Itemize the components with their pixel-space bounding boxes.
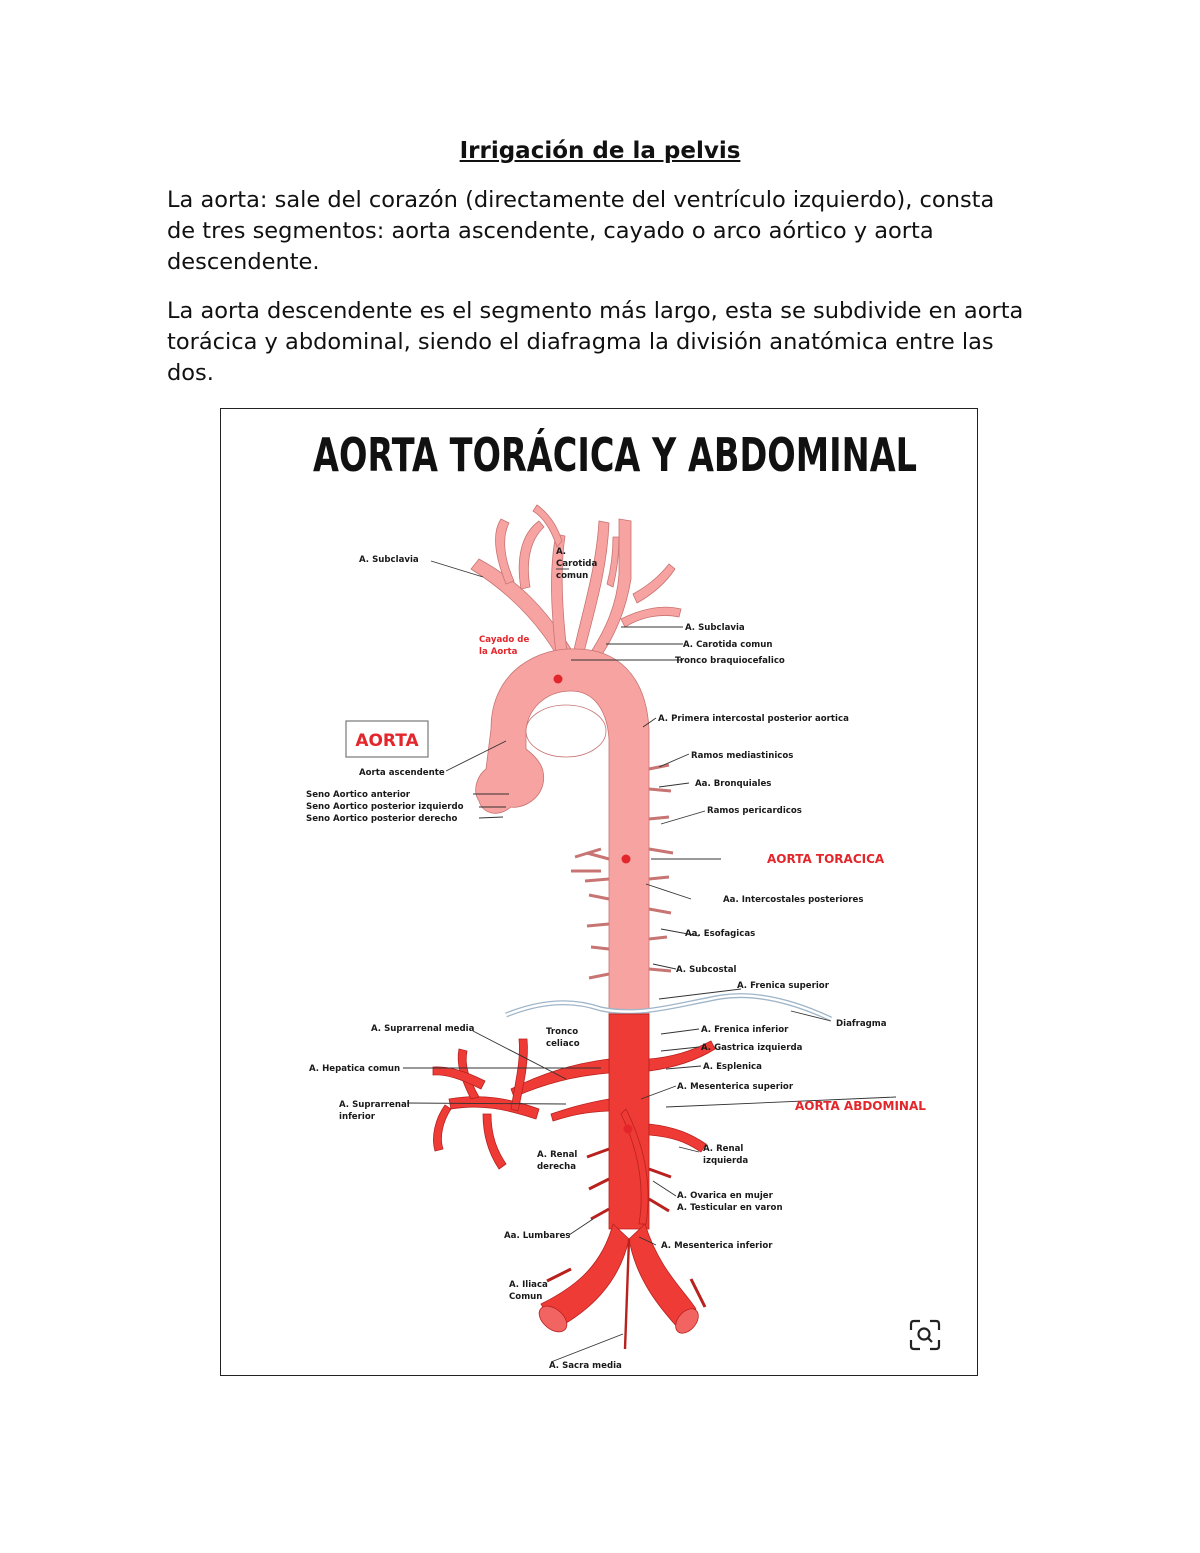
label-mesenterica-superior: A. Mesenterica superior bbox=[677, 1082, 794, 1092]
label-mesenterica-inferior: A. Mesenterica inferior bbox=[661, 1241, 773, 1251]
label-renal-izquierda-1: A. Renal bbox=[703, 1144, 743, 1154]
label-seno-anterior: Seno Aortico anterior bbox=[306, 790, 411, 800]
label-suprarrenal-media: A. Suprarrenal media bbox=[371, 1024, 475, 1034]
label-primera-intercostal: A. Primera intercostal posterior aortica bbox=[658, 714, 849, 724]
label-iliaca-2: Comun bbox=[509, 1292, 542, 1302]
label-gastrica-izquierda: A. Gastrica izquierda bbox=[701, 1043, 803, 1053]
label-renal-derecha-1: A. Renal bbox=[537, 1150, 577, 1160]
label-subclavia-left: A. Subclavia bbox=[359, 555, 419, 565]
label-cayado-1: Cayado de bbox=[479, 635, 529, 645]
label-subclavia-right: A. Subclavia bbox=[685, 623, 745, 633]
label-tronco-celiaco-2: celiaco bbox=[546, 1039, 580, 1049]
label-suprarrenal-inferior-2: inferior bbox=[339, 1112, 376, 1122]
label-seno-posterior-izquierdo: Seno Aortico posterior izquierdo bbox=[306, 802, 464, 812]
leader-lines bbox=[403, 561, 896, 1362]
aorta-box-label: AORTA bbox=[355, 731, 419, 751]
label-renal-derecha-2: derecha bbox=[537, 1162, 576, 1172]
label-intercostales-posteriores: Aa. Intercostales posteriores bbox=[723, 895, 863, 905]
label-frenica-superior: A. Frenica superior bbox=[737, 981, 830, 991]
label-carotida-1: A. bbox=[556, 547, 566, 557]
figure-title: AORTA TORÁCICA Y ABDOMINAL bbox=[313, 428, 917, 482]
paragraph-aorta-intro: La aorta: sale del corazón (directamente… bbox=[167, 185, 1027, 278]
label-subcostal: A. Subcostal bbox=[676, 965, 737, 975]
page-title: Irrigación de la pelvis bbox=[0, 138, 1200, 164]
label-bronquiales: Aa. Bronquiales bbox=[695, 779, 771, 789]
label-ramos-mediastinicos: Ramos mediastinicos bbox=[691, 751, 793, 761]
label-renal-izquierda-2: izquierda bbox=[703, 1156, 748, 1166]
label-sacra-media: A. Sacra media bbox=[549, 1361, 622, 1371]
label-lumbares: Aa. Lumbares bbox=[504, 1231, 570, 1241]
label-aorta-abdominal: AORTA ABDOMINAL bbox=[795, 1099, 926, 1113]
label-testicular: A. Testicular en varon bbox=[677, 1203, 783, 1213]
label-carotida-comun-right: A. Carotida comun bbox=[683, 640, 773, 650]
image-search-icon[interactable] bbox=[911, 1321, 939, 1349]
aortic-arch bbox=[476, 649, 649, 1014]
label-hepatica-comun: A. Hepatica comun bbox=[309, 1064, 400, 1074]
label-suprarrenal-inferior-1: A. Suprarrenal bbox=[339, 1100, 410, 1110]
label-carotida-3: comun bbox=[556, 571, 588, 581]
paragraph-aorta-descendente: La aorta descendente es el segmento más … bbox=[167, 296, 1027, 389]
abdominal-aorta bbox=[433, 1014, 715, 1338]
label-carotida-2: Carotida bbox=[556, 559, 597, 569]
label-aorta-toracica: AORTA TORACICA bbox=[767, 852, 885, 866]
arch-inner bbox=[526, 705, 606, 757]
label-cayado-2: la Aorta bbox=[479, 647, 518, 657]
label-tronco-celiaco-1: Tronco bbox=[546, 1027, 578, 1037]
label-ramos-pericardicos: Ramos pericardicos bbox=[707, 806, 802, 816]
label-iliaca-1: A. Iliaca bbox=[509, 1280, 548, 1290]
label-seno-posterior-derecho: Seno Aortico posterior derecho bbox=[306, 814, 458, 824]
label-diafragma: Diafragma bbox=[836, 1019, 887, 1029]
aorta-illustration: AORTA TORÁCICA Y ABDOMINAL bbox=[221, 409, 977, 1375]
label-esofagicas: Aa. Esofagicas bbox=[685, 929, 755, 939]
label-ovarica: A. Ovarica en mujer bbox=[677, 1191, 774, 1201]
label-aorta-ascendente: Aorta ascendente bbox=[359, 768, 445, 778]
label-esplenica: A. Esplenica bbox=[703, 1062, 762, 1072]
label-frenica-inferior: A. Frenica inferior bbox=[701, 1025, 789, 1035]
aorta-figure: AORTA TORÁCICA Y ABDOMINAL bbox=[220, 408, 978, 1376]
label-tronco-braquiocefalico: Tronco braquiocefalico bbox=[675, 656, 785, 666]
